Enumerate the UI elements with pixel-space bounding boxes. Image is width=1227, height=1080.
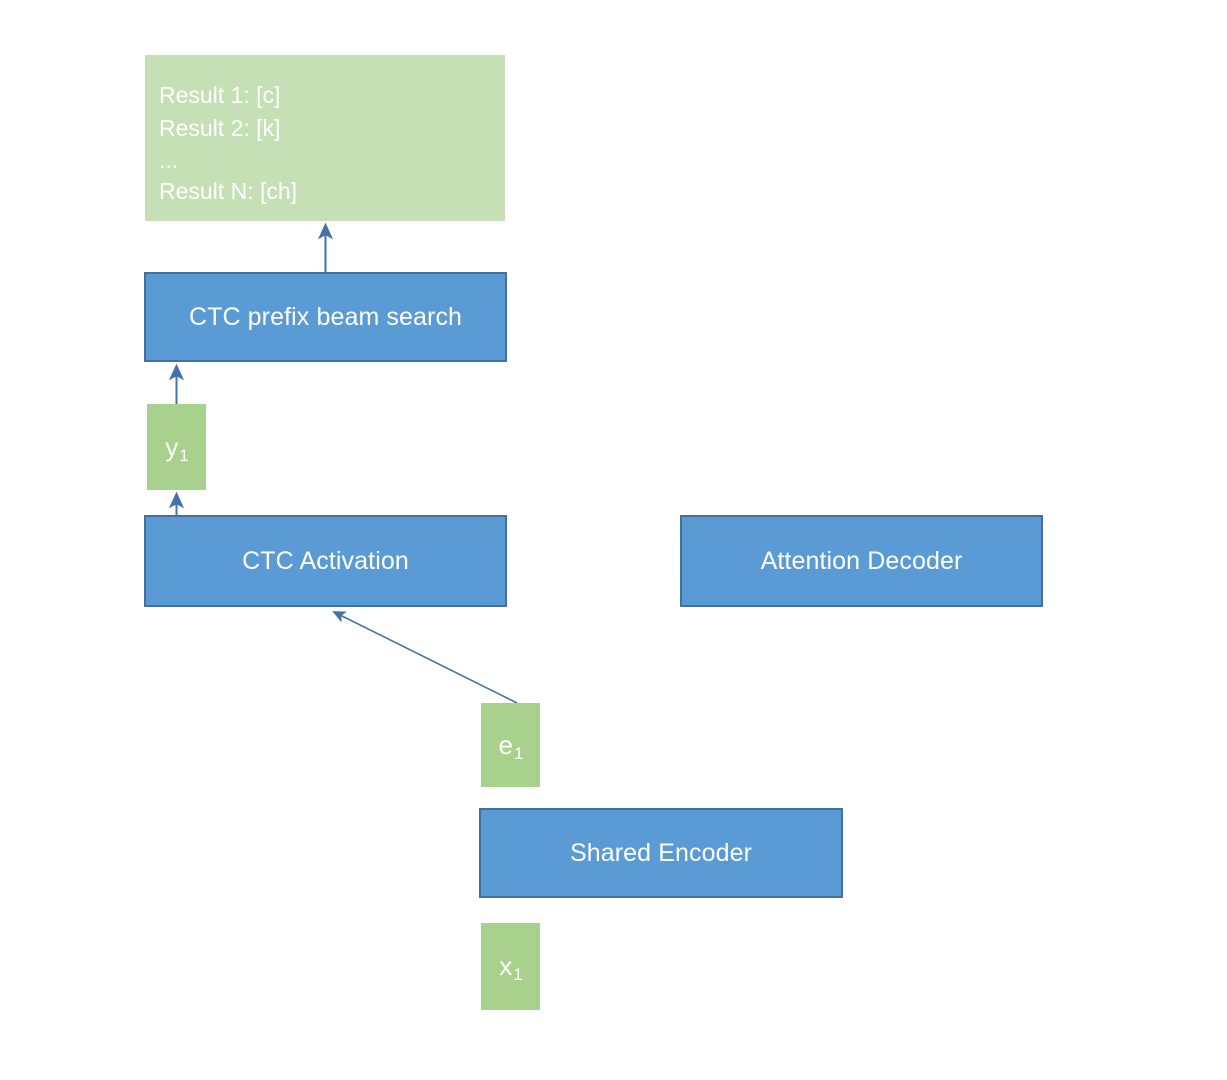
ctc-prefix-beam-search-label: CTC prefix beam search (188, 302, 463, 331)
arrow-e1-to-ctc-activation (332, 611, 518, 704)
x1-label: x1 (499, 951, 523, 984)
e1-box: e1 (481, 703, 540, 787)
ctc-activation-box[interactable]: CTC Activation (144, 515, 507, 607)
shared-encoder-label: Shared Encoder (569, 838, 753, 867)
result-line-ellipsis: ... (159, 147, 179, 173)
e1-label: e1 (498, 729, 524, 763)
result-line-1: Result 1: [c] (159, 82, 281, 108)
y1-label: y1 (165, 431, 189, 465)
result-line-2: Result 2: [k] (159, 115, 281, 141)
results-box: Result 1: [c] Result 2: [k] ... Result N… (145, 55, 505, 221)
x1-box: x1 (481, 923, 540, 1010)
shared-encoder-box[interactable]: Shared Encoder (479, 808, 843, 898)
result-line-n: Result N: [ch] (159, 178, 298, 204)
attention-decoder-label: Attention Decoder (760, 546, 963, 575)
y1-box: y1 (147, 404, 206, 490)
attention-decoder-box[interactable]: Attention Decoder (680, 515, 1043, 607)
ctc-prefix-beam-search-box[interactable]: CTC prefix beam search (144, 272, 507, 362)
ctc-activation-label: CTC Activation (242, 546, 409, 575)
